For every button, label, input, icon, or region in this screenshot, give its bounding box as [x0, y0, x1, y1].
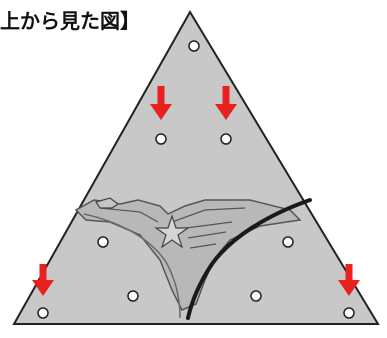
- eagle-star-emblem-icon: [74, 197, 302, 311]
- screw-hole-icon: [250, 290, 262, 302]
- screw-hole-icon: [282, 236, 294, 248]
- screw-hole-icon: [155, 133, 167, 145]
- diagram-title: 上から見た図】: [0, 9, 140, 33]
- groove-lines: [83, 198, 312, 320]
- screw-hole-icon: [220, 133, 232, 145]
- screw-hole-icon: [37, 307, 49, 319]
- arrow-down-icon: [32, 264, 54, 296]
- screw-hole-icon: [343, 307, 355, 319]
- screw-hole-icon: [188, 40, 200, 52]
- arrows: [32, 86, 360, 296]
- screw-hole-icon: [97, 236, 109, 248]
- screw-hole-icon: [127, 290, 139, 302]
- screw-holes: [37, 40, 355, 319]
- arrow-down-icon: [215, 86, 237, 120]
- arrow-down-icon: [338, 264, 360, 296]
- arrow-down-icon: [150, 86, 172, 120]
